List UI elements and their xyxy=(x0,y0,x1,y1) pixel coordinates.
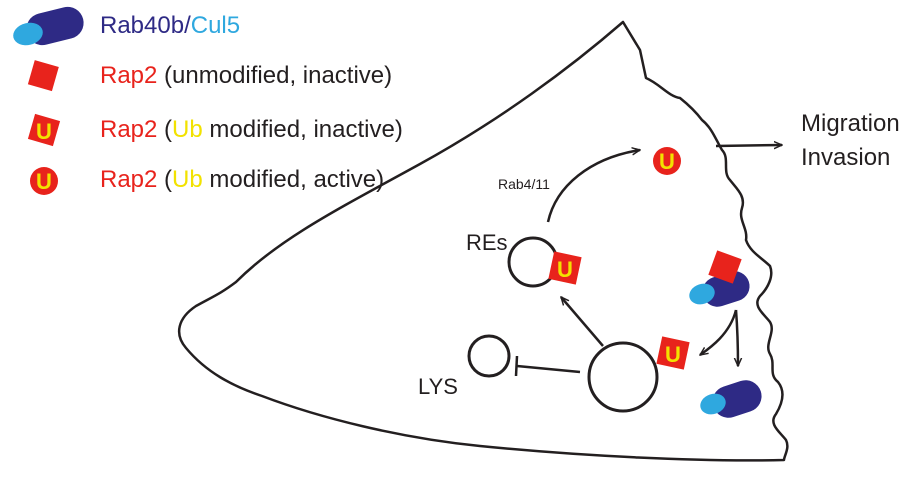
legend-slash: / xyxy=(184,12,191,39)
lys-vesicle xyxy=(467,334,511,378)
arrow-down-complex xyxy=(736,309,738,366)
legend-rab40b-cul5-icon xyxy=(13,6,84,46)
arrow-to-res xyxy=(561,297,604,347)
legend-rap2-unmodified-icon xyxy=(27,60,59,92)
rap2-ub-on-endosome: U xyxy=(656,336,690,370)
rab40b-cul5-rap2-complex xyxy=(689,250,750,307)
legend-rap2-ub-active-icon: U xyxy=(30,167,58,195)
rap2-ub-active-at-membrane: U xyxy=(653,147,681,175)
inhibit-bar xyxy=(514,355,519,377)
svg-text:U: U xyxy=(659,149,675,174)
inhibit-line-to-lys xyxy=(516,364,581,374)
legend-cul5-text: Cul5 xyxy=(190,12,241,39)
legend-rap2-ub-inactive: Rap2 (Ub modified, inactive) xyxy=(100,116,403,144)
legend-rap2-name: Rap2 xyxy=(100,166,158,193)
arrow-migration xyxy=(715,145,782,146)
legend-rap2-name: Rap2 xyxy=(100,116,158,143)
legend-open-paren: ( xyxy=(157,166,173,193)
svg-text:U: U xyxy=(36,169,52,194)
endosome-vesicle xyxy=(587,341,659,413)
legend-rap2-unmodified: Rap2 (unmodified, inactive) xyxy=(100,62,392,90)
legend-ub-text: Ub xyxy=(172,166,203,193)
legend-rab40b-text: Rab40b xyxy=(100,12,185,39)
svg-text:U: U xyxy=(665,342,681,367)
label-invasion: Invasion xyxy=(801,144,891,171)
label-res: REs xyxy=(466,230,508,255)
label-rab4-11: Rab4/11 xyxy=(498,176,550,192)
label-migration: Migration xyxy=(801,110,900,137)
arrow-to-endosome xyxy=(700,309,738,357)
legend-ub-text: Ub xyxy=(172,116,203,143)
svg-text:U: U xyxy=(557,257,573,282)
legend-rap2-desc: (unmodified, inactive) xyxy=(157,62,393,89)
legend-rap2-desc: modified, inactive) xyxy=(202,116,403,143)
legend-open-paren: ( xyxy=(157,116,173,143)
legend-rap2-desc: modified, active) xyxy=(202,166,385,193)
rap2-ub-on-res: U xyxy=(548,251,582,285)
legend-rap2-name: Rap2 xyxy=(100,62,158,89)
cell-outline xyxy=(177,20,789,462)
rab40b-cul5-complex-free xyxy=(700,380,762,418)
ub-glyph: U xyxy=(36,119,52,144)
legend-rap2-ub-active: Rap2 (Ub modified, active) xyxy=(100,166,384,194)
legend-rab40b-cul5: Rab40b/Cul5 xyxy=(100,12,240,40)
legend-rap2-ub-inactive-icon: U xyxy=(27,113,61,147)
label-lys: LYS xyxy=(418,374,458,399)
arrow-to-membrane xyxy=(546,150,640,223)
